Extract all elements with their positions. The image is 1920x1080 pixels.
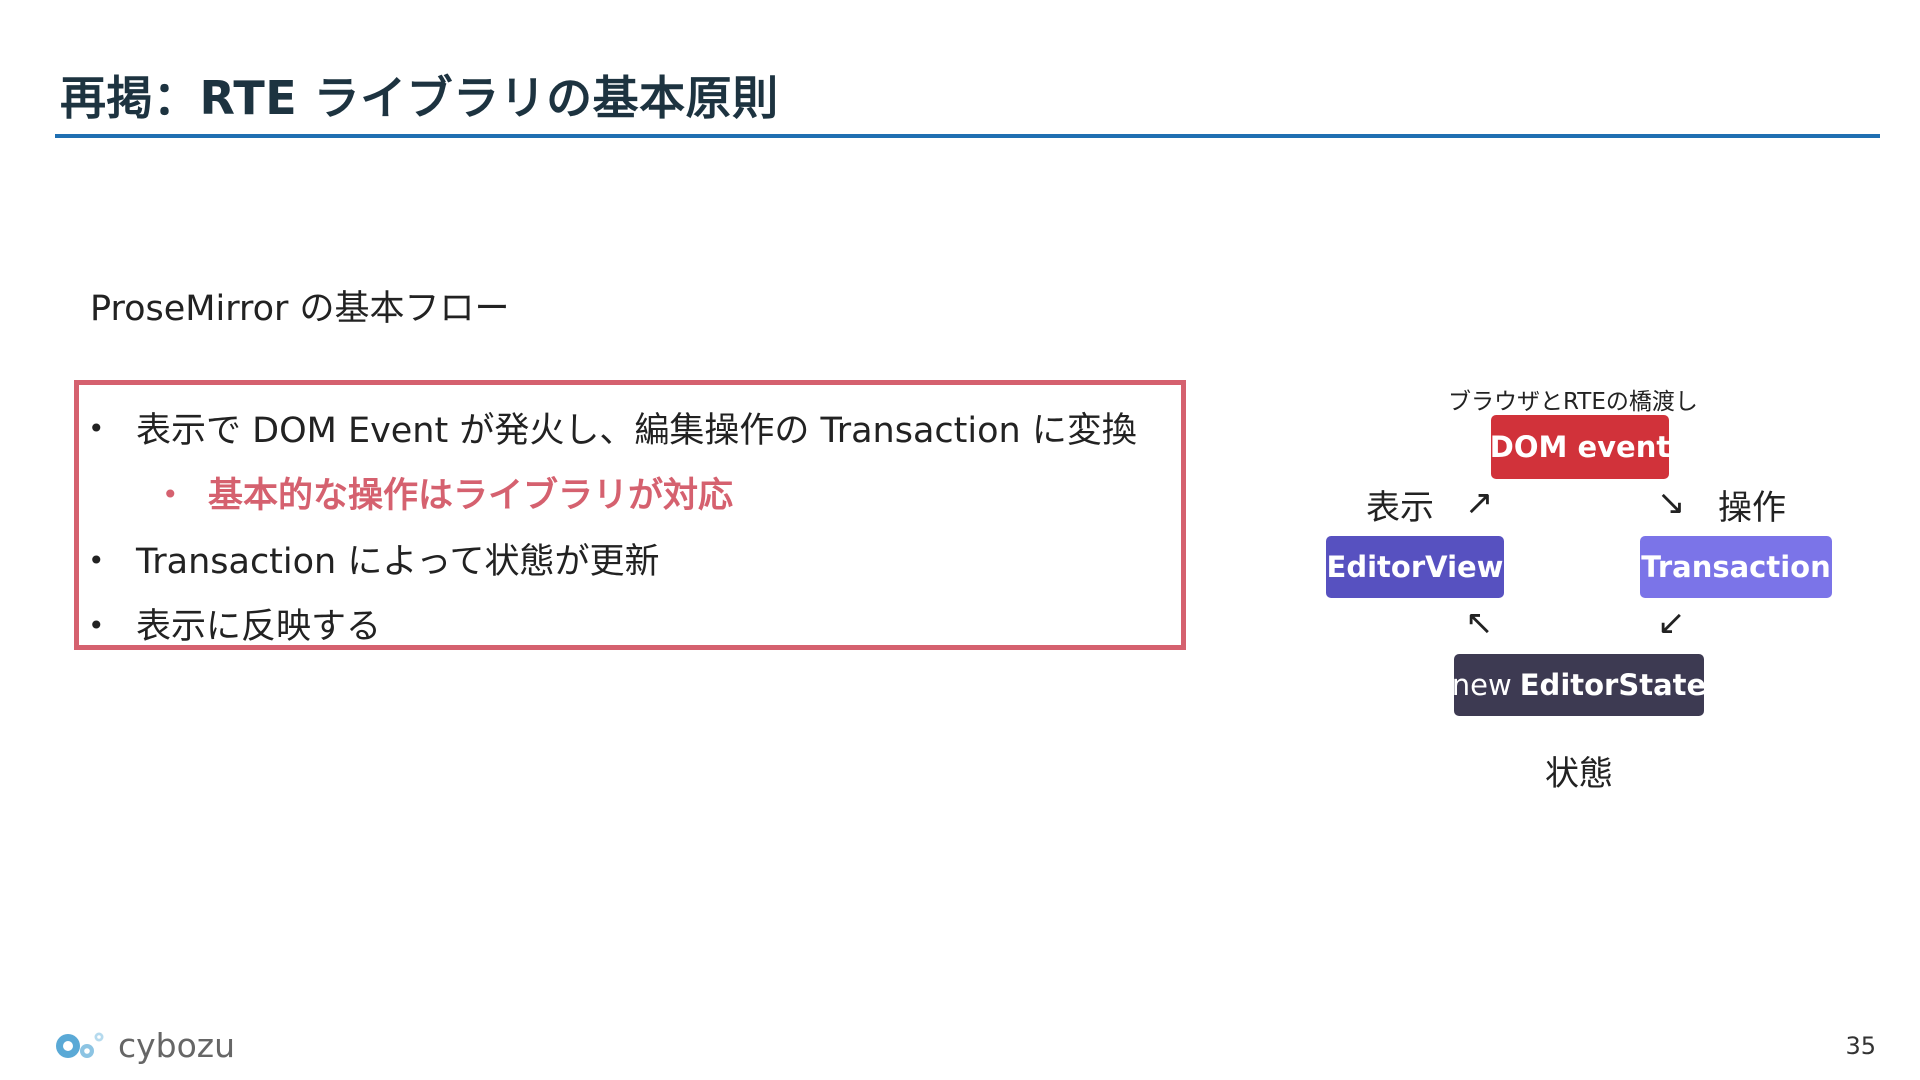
title-divider — [55, 134, 1880, 138]
editor-state-node: new EditorState — [1451, 654, 1707, 716]
bullet-marker: • — [88, 544, 105, 577]
slide-title: 再掲：RTE ライブラリの基本原則 — [60, 71, 779, 125]
bullet-box — [74, 380, 1186, 650]
sub-bullet-marker: • — [162, 478, 179, 511]
label-state: 状態 — [1545, 754, 1613, 794]
state-node-name: EditorState — [1519, 668, 1707, 702]
state-node-prefix: new — [1451, 668, 1512, 702]
bullet-marker: • — [88, 412, 105, 445]
arrow-down-right-icon: ↘ — [1657, 483, 1686, 523]
editor-view-node: EditorView — [1326, 536, 1504, 598]
sub-bullet-item: 基本的な操作はライブラリが対応 — [208, 476, 734, 516]
logo-wordmark: cybozu — [118, 1026, 236, 1065]
bullet-marker: • — [88, 609, 105, 642]
arrow-up-left-icon: ↖ — [1465, 603, 1494, 643]
transaction-node: Transaction — [1640, 536, 1832, 598]
bullet-item: 表示で DOM Event が発火し、編集操作の Transaction に変換 — [136, 411, 1137, 451]
arrow-up-right-icon: ↗ — [1465, 483, 1494, 523]
diagram-caption: ブラウザとRTEの橋渡し — [1448, 389, 1698, 415]
cybozu-circles-logo-icon — [56, 1032, 104, 1058]
page-number: 35 — [1845, 1032, 1876, 1060]
bullet-item: Transaction によって状態が更新 — [136, 542, 660, 582]
subheading: ProseMirror の基本フロー — [90, 289, 510, 329]
label-operation: 操作 — [1718, 488, 1786, 528]
dom-event-node: DOM event — [1490, 415, 1670, 479]
bullet-item: 表示に反映する — [136, 607, 382, 647]
label-display: 表示 — [1366, 488, 1434, 528]
arrow-down-left-icon: ↙ — [1657, 603, 1686, 643]
cybozu-logo: cybozu — [54, 1026, 235, 1065]
